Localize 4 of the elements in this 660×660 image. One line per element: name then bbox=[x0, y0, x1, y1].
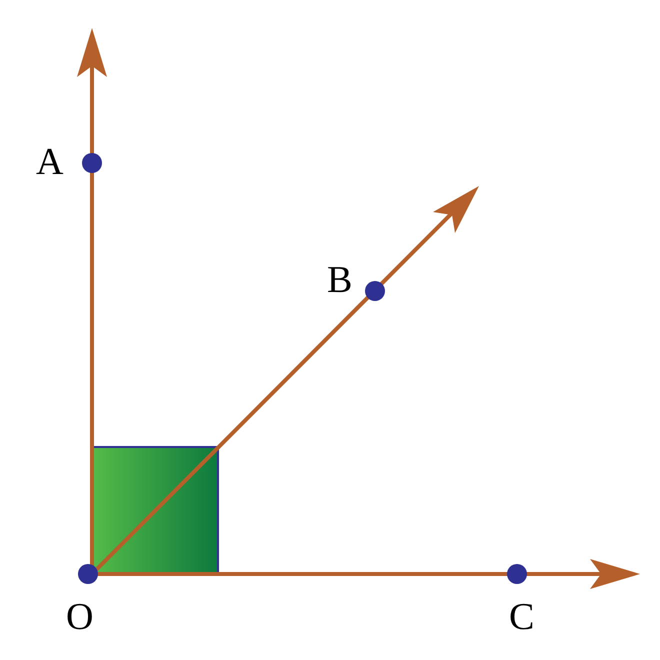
point-label: O bbox=[66, 598, 94, 636]
point-label: A bbox=[36, 143, 64, 181]
point-label: C bbox=[509, 598, 534, 636]
point-label: B bbox=[327, 261, 352, 299]
